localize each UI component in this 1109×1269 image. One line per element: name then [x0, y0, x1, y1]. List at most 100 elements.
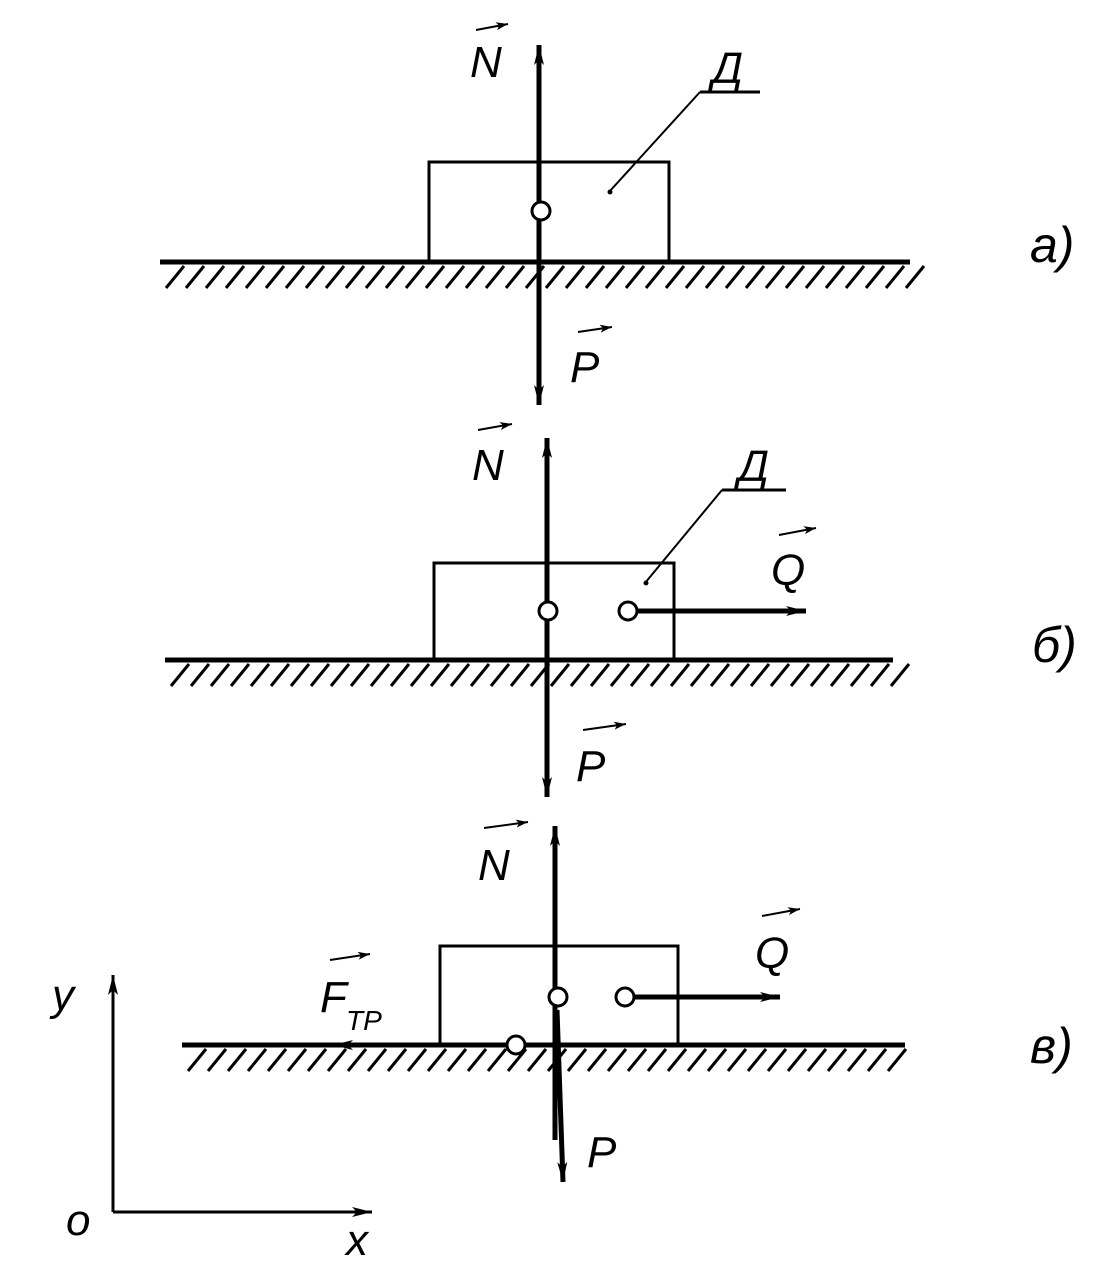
body-label: Д	[733, 442, 769, 491]
hatch-stroke	[429, 663, 451, 687]
hatch-stroke	[364, 265, 386, 289]
hatch-stroke	[324, 265, 346, 289]
origin-label: o	[66, 1196, 90, 1245]
hatch-stroke	[489, 663, 511, 687]
hatch-stroke	[384, 265, 406, 289]
panel-caption: б)	[1032, 617, 1077, 673]
panel-caption: в)	[1030, 1018, 1073, 1074]
force-application-point	[617, 600, 639, 622]
friction-force-subscript: ТР	[346, 1005, 382, 1036]
hatch-stroke	[564, 265, 586, 289]
body-label-dot	[643, 580, 649, 586]
hatch-stroke	[204, 265, 226, 289]
hatch-stroke	[169, 663, 191, 687]
hatch-stroke	[904, 265, 926, 289]
hatch-stroke	[826, 1048, 848, 1072]
hatch-stroke	[264, 265, 286, 289]
vector-bar	[577, 324, 613, 333]
ground-hatching	[164, 265, 926, 289]
hatch-stroke	[569, 663, 591, 687]
hatch-stroke	[306, 1048, 328, 1072]
panel-caption: a)	[1030, 217, 1074, 273]
hatch-stroke	[829, 663, 851, 687]
hatch-stroke	[809, 663, 831, 687]
weight-arrow	[554, 1009, 568, 1183]
force-application-point	[614, 986, 636, 1008]
hatch-stroke	[284, 265, 306, 289]
weight-label: P	[576, 742, 606, 791]
hatch-stroke	[389, 663, 411, 687]
hatch-stroke	[444, 265, 466, 289]
hatch-stroke	[426, 1048, 448, 1072]
hatch-stroke	[286, 1048, 308, 1072]
friction-application-point	[505, 1034, 527, 1056]
hatch-stroke	[469, 663, 491, 687]
normal-force-label: N	[478, 841, 510, 890]
hatch-stroke	[509, 663, 531, 687]
friction-force-label: F	[320, 973, 349, 1022]
hatch-stroke	[604, 265, 626, 289]
hatch-stroke	[226, 1048, 248, 1072]
hatch-stroke	[769, 663, 791, 687]
hatch-stroke	[246, 1048, 268, 1072]
hatch-stroke	[784, 265, 806, 289]
hatch-stroke	[629, 663, 651, 687]
hatch-stroke	[806, 1048, 828, 1072]
hatch-stroke	[366, 1048, 388, 1072]
center-of-mass-point	[547, 986, 569, 1008]
hatch-stroke	[726, 1048, 748, 1072]
hatch-stroke	[746, 1048, 768, 1072]
hatch-stroke	[724, 265, 746, 289]
hatch-stroke	[646, 1048, 668, 1072]
vector-bar	[329, 951, 371, 961]
panel-a: N P Д a)	[160, 22, 1074, 405]
hatch-stroke	[329, 663, 351, 687]
applied-force-label: Q	[755, 929, 789, 978]
hatch-stroke	[486, 1048, 508, 1072]
applied-force-label: Q	[771, 546, 805, 595]
hatch-stroke	[649, 663, 671, 687]
hatch-stroke	[349, 663, 371, 687]
hatch-stroke	[664, 265, 686, 289]
hatch-stroke	[669, 663, 691, 687]
hatch-stroke	[344, 265, 366, 289]
hatch-stroke	[386, 1048, 408, 1072]
hatch-stroke	[844, 265, 866, 289]
body-label: Д	[707, 44, 743, 93]
hatch-stroke	[744, 265, 766, 289]
hatch-stroke	[789, 663, 811, 687]
hatch-stroke	[229, 663, 251, 687]
hatch-stroke	[586, 1048, 608, 1072]
hatch-stroke	[684, 265, 706, 289]
hatch-stroke	[289, 663, 311, 687]
hatch-stroke	[164, 265, 186, 289]
coordinate-axes: y x o	[49, 971, 372, 1265]
hatch-stroke	[686, 1048, 708, 1072]
hatch-stroke	[184, 265, 206, 289]
hatch-stroke	[609, 663, 631, 687]
hatch-stroke	[189, 663, 211, 687]
hatch-stroke	[766, 1048, 788, 1072]
hatch-stroke	[186, 1048, 208, 1072]
hatch-stroke	[206, 1048, 228, 1072]
hatch-stroke	[886, 1048, 908, 1072]
hatch-stroke	[526, 1048, 548, 1072]
hatch-stroke	[404, 265, 426, 289]
normal-force-label: N	[470, 38, 502, 87]
hatch-stroke	[449, 663, 471, 687]
body-leader-line	[608, 91, 701, 193]
hatch-stroke	[224, 265, 246, 289]
hatch-stroke	[369, 663, 391, 687]
hatch-stroke	[209, 663, 231, 687]
hatch-stroke	[706, 1048, 728, 1072]
body-label-dot	[607, 189, 613, 195]
hatch-stroke	[484, 265, 506, 289]
hatch-stroke	[244, 265, 266, 289]
hatch-stroke	[644, 265, 666, 289]
weight-label: P	[570, 343, 600, 392]
hatch-stroke	[549, 663, 571, 687]
hatch-stroke	[869, 663, 891, 687]
weight-label: P	[587, 1128, 617, 1177]
hatch-stroke	[804, 265, 826, 289]
hatch-stroke	[584, 265, 606, 289]
